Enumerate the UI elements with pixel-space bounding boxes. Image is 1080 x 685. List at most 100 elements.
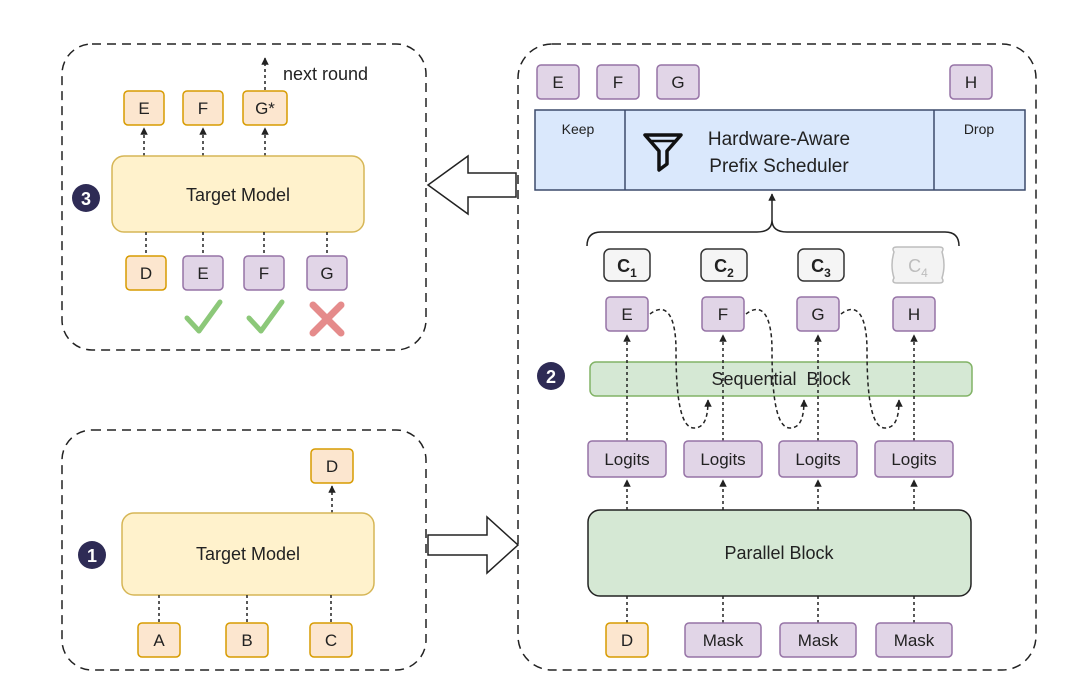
logits-box [683, 440, 763, 478]
step-badge-number: 2 [546, 367, 556, 387]
panel1-border [61, 429, 427, 671]
token-box [137, 622, 181, 658]
logits-box [874, 440, 954, 478]
token-label: E [197, 264, 208, 283]
logits-label: Logits [891, 450, 936, 469]
dependency-arrow [840, 308, 903, 429]
step-badge [72, 184, 100, 212]
scheduler-drop-label: Drop [964, 121, 995, 137]
token-box [310, 448, 354, 484]
panel2-border [517, 43, 1037, 671]
sequential-block-label: Sequential Block [711, 369, 851, 389]
candidate-label: C1 [617, 256, 637, 280]
scheduler-keep-label: Keep [562, 121, 595, 137]
candidate-dropped: C4 [891, 246, 945, 284]
logits-box [587, 440, 667, 478]
token-label: D [621, 631, 633, 650]
scheduler-box [534, 109, 1026, 191]
logits-label: Logits [604, 450, 649, 469]
token-label: G [671, 73, 684, 92]
token-box [605, 622, 649, 658]
token-box [605, 296, 649, 332]
candidate-box [891, 246, 945, 284]
parallel-block [587, 509, 972, 597]
scheduler-title-line1: Hardware-Aware [708, 129, 850, 150]
token-label: H [908, 305, 920, 324]
token-box [892, 296, 936, 332]
mask-label: Mask [798, 631, 839, 650]
candidate-box [797, 248, 845, 282]
mask-label: Mask [703, 631, 744, 650]
mask-box [684, 622, 762, 658]
panel3-border [61, 43, 427, 351]
token-box [182, 90, 224, 126]
target-model-label: Target Model [186, 185, 290, 205]
check-icon [246, 299, 285, 334]
token-label: G [320, 264, 333, 283]
token-label: F [718, 305, 728, 324]
step-badge [78, 541, 106, 569]
dependency-arrow [649, 308, 712, 429]
token-label: B [241, 631, 252, 650]
dependency-arrow [745, 308, 808, 429]
mask-box [875, 622, 953, 658]
token-box [701, 296, 745, 332]
cross-icon [309, 301, 345, 337]
mask-box [779, 622, 857, 658]
panel-verification: E F G* next round Target Model 3 D E F G [61, 43, 427, 351]
token-box [796, 296, 840, 332]
token-label: E [621, 305, 632, 324]
token-label: G* [255, 99, 275, 118]
hollow-arrow-left [426, 154, 517, 216]
token-label: C [325, 631, 337, 650]
token-box [243, 255, 285, 291]
panel-autoregressive: D Target Model 1 A B C [61, 429, 427, 671]
logits-label: Logits [795, 450, 840, 469]
token-label: E [138, 99, 149, 118]
token-box [949, 64, 993, 100]
token-box [656, 64, 700, 100]
target-model-label: Target Model [196, 544, 300, 564]
parallel-block-label: Parallel Block [724, 543, 834, 563]
token-label: E [552, 73, 563, 92]
step-badge-number: 1 [87, 546, 97, 566]
token-label: G [811, 305, 824, 324]
token-box [125, 255, 167, 291]
hollow-arrow-right [427, 515, 520, 575]
check-icon [184, 299, 223, 334]
mask-label: Mask [894, 631, 935, 650]
token-box [309, 622, 353, 658]
logits-label: Logits [700, 450, 745, 469]
token-box [596, 64, 640, 100]
funnel-icon [643, 133, 683, 172]
token-box [242, 90, 288, 126]
candidate-label: C2 [714, 256, 734, 280]
grouping-brace [586, 219, 960, 247]
token-label: D [326, 457, 338, 476]
token-box [306, 255, 348, 291]
candidate-label: C3 [811, 256, 831, 280]
token-box [225, 622, 269, 658]
token-label: F [613, 73, 623, 92]
step-badge [537, 362, 565, 390]
token-box [123, 90, 165, 126]
token-label: F [198, 99, 208, 118]
logits-box [778, 440, 858, 478]
sequential-block [589, 361, 973, 397]
token-box [536, 64, 580, 100]
target-model-box [121, 512, 375, 596]
target-model-box [111, 155, 365, 233]
token-label: A [153, 631, 165, 650]
scheduler-title-line2: Prefix Scheduler [709, 156, 849, 177]
token-label: F [259, 264, 269, 283]
token-box [182, 255, 224, 291]
candidate-box [700, 248, 748, 282]
token-label: D [140, 264, 152, 283]
candidate-box [603, 248, 651, 282]
candidate-label: C4 [908, 256, 928, 280]
token-label: H [965, 73, 977, 92]
panel-drafting: E F G H Keep Drop Hardware-Aware Prefix … [517, 43, 1037, 671]
next-round-label: next round [283, 64, 368, 84]
step-badge-number: 3 [81, 189, 91, 209]
